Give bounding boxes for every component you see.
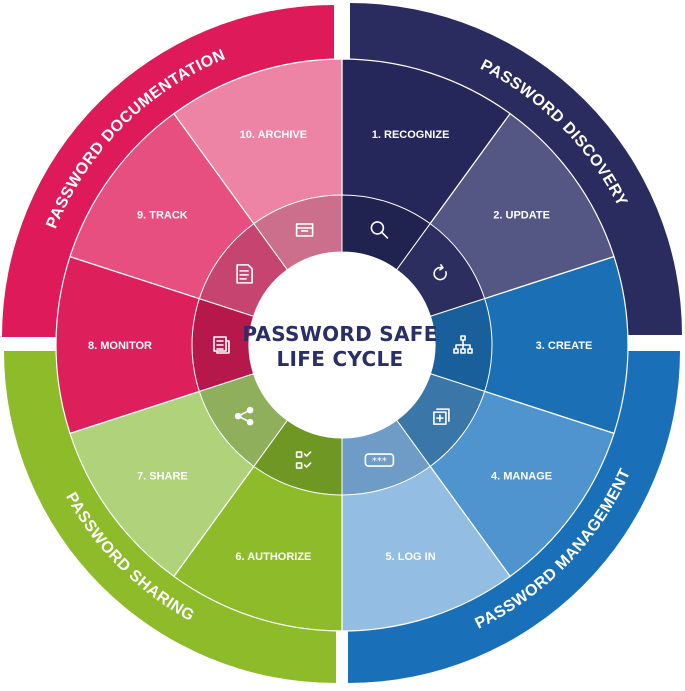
document-icon (236, 264, 253, 284)
step-label-5: 5. LOG IN (386, 551, 436, 563)
hierarchy-icon (453, 335, 473, 354)
report-icon (213, 336, 230, 354)
search-icon (370, 221, 389, 239)
center-title: PASSWORD SAFE LIFE CYCLE (232, 322, 448, 372)
password-field-icon: *** (364, 453, 395, 467)
checklist-icon (295, 451, 312, 469)
step-inner-segment-10 (253, 194, 343, 271)
step-label-10: 10. ARCHIVE (240, 129, 307, 141)
step-label-9: 9. TRACK (137, 210, 188, 222)
center-disc (249, 252, 435, 438)
step-label-3: 3. CREATE (536, 340, 593, 352)
icon-layer: *** (213, 221, 473, 469)
archive-box-icon (295, 223, 314, 237)
share-icon (234, 406, 254, 426)
step-label-6: 6. AUTHORIZE (235, 551, 311, 563)
step-label-2: 2. UPDATE (493, 210, 550, 222)
center-title-line1: PASSWORD SAFE (242, 322, 438, 346)
center-title-line2: LIFE CYCLE (276, 347, 404, 371)
step-label-4: 4. MANAGE (491, 470, 552, 482)
step-label-7: 7. SHARE (137, 470, 188, 482)
svg-text:***: *** (372, 456, 387, 467)
step-label-8: 8. MONITOR (88, 340, 152, 352)
step-label-1: 1. RECOGNIZE (372, 129, 450, 141)
add-copy-icon (433, 408, 450, 425)
refresh-icon (433, 264, 447, 281)
